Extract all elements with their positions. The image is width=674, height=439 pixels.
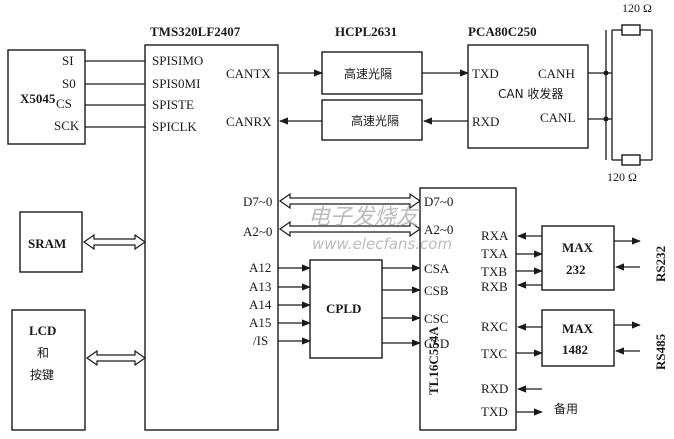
can-pin-txd: TXD [472, 66, 499, 81]
x5045-pin-so: S0 [62, 76, 76, 91]
dsp-pin-spiclk: SPICLK [152, 119, 197, 134]
max1482-label-line1: MAX [562, 321, 594, 336]
max232-label-line1: MAX [562, 240, 594, 255]
can-pin-canl: CANL [540, 110, 575, 125]
can-pin-canh: CANH [538, 66, 575, 81]
optocoupler-title: HCPL2631 [335, 24, 397, 39]
uart-pin-csd: CSD [424, 336, 449, 351]
uart-pin-csa: CSA [424, 261, 450, 276]
spi-wires [85, 60, 145, 128]
max1482-label-line2: 1482 [562, 342, 588, 357]
optocoupler-rx-label: 高速光隔 [351, 113, 399, 128]
lcd-label-line3: 按键 [30, 368, 54, 382]
uart-pin-txd: TXD [481, 404, 508, 419]
rs232-label: RS232 [653, 246, 668, 282]
sram-bus-arrow [82, 233, 147, 251]
max1482-block: MAX 1482 RS485 [541, 309, 668, 370]
dsp-title: TMS320LF2407 [150, 24, 241, 39]
uart-pin-rxa: RXA [481, 228, 509, 243]
uart-pin-d7-0: D7~0 [424, 194, 453, 209]
optocoupler-tx-label: 高速光隔 [344, 66, 392, 81]
can-transceiver-title: PCA80C250 [468, 24, 537, 39]
dsp-pin-canrx: CANRX [226, 114, 272, 129]
uart-pin-rxc: RXC [481, 319, 508, 334]
uart-pin-txc: TXC [481, 346, 507, 361]
spare-label: 备用 [554, 402, 578, 416]
sram-block: SRAM [19, 211, 83, 273]
uart-pin-csb: CSB [424, 283, 449, 298]
dsp-pin-cantx: CANTX [226, 66, 271, 81]
dsp-pin-spisimo: SPISIMO [152, 53, 203, 68]
cpld-block: CPLD [309, 259, 383, 359]
cpld-label: CPLD [326, 301, 361, 316]
uart-pin-rxd: RXD [481, 381, 508, 396]
max232-label-line2: 232 [566, 262, 586, 277]
watermark-line1: 电子发烧友 [308, 205, 421, 230]
dsp-block: TMS320LF2407 SPISIMO SPIS0MI SPISTE SPIC… [144, 24, 279, 431]
x5045-label: X5045 [20, 91, 56, 106]
max232-wires [516, 232, 641, 289]
x5045-pin-cs: CS [56, 96, 72, 111]
max232-block: MAX 232 RS232 [541, 225, 668, 291]
watermark: 电子发烧友 www.elecfans.com [308, 205, 452, 253]
resistor-bottom [612, 154, 652, 166]
max1482-wires [516, 321, 641, 357]
dsp-pin-d7-0: D7~0 [243, 194, 272, 209]
dsp-pin-spisomi: SPIS0MI [152, 76, 200, 91]
rs485-label: RS485 [653, 333, 668, 370]
can-wires [278, 69, 469, 125]
uart-pin-rxb: RXB [481, 279, 508, 294]
lcd-label-line1: LCD [29, 323, 56, 338]
uart-pin-a2-0: A2~0 [424, 222, 453, 237]
x5045-block: X5045 SI S0 CS SCK [7, 49, 86, 145]
uart-pin-txb: TXB [481, 264, 507, 279]
resistor-bottom-label: 120 Ω [607, 170, 637, 184]
resistor-top-label: 120 Ω [622, 1, 652, 15]
dsp-pin-spiste: SPISTE [152, 97, 194, 112]
sram-label: SRAM [28, 236, 66, 251]
cpld-input-wires [278, 264, 311, 345]
cpld-output-wires [382, 264, 421, 347]
lcd-label-line2: 和 [37, 346, 49, 360]
can-pin-rxd: RXD [472, 114, 499, 129]
dsp-pin-is: /IS [253, 333, 268, 348]
optocoupler-block: HCPL2631 高速光隔 高速光隔 [321, 24, 423, 141]
can-transceiver-block: PCA80C250 CAN 收发器 TXD RXD CANH CANL [467, 24, 589, 149]
uart-pin-csc: CSC [424, 311, 449, 326]
spare-port: 备用 [516, 385, 578, 416]
can-bus: 120 Ω 120 Ω [588, 1, 653, 184]
dsp-pin-a13: A13 [249, 279, 271, 294]
uart-pin-txa: TXA [481, 246, 508, 261]
lcd-block: LCD 和 按键 [11, 309, 86, 431]
x5045-pin-sck: SCK [54, 118, 80, 133]
dsp-pin-a12: A12 [249, 260, 271, 275]
resistor-top [612, 24, 653, 160]
watermark-line2: www.elecfans.com [312, 235, 452, 253]
uart-title: TL16C554A [426, 326, 441, 395]
dsp-pin-a2-0: A2~0 [243, 224, 272, 239]
dsp-pin-a14: A14 [249, 297, 272, 312]
uart-block: TL16C554A D7~0 A2~0 CSA CSB CSC CSD RXA … [419, 187, 517, 431]
can-transceiver-label: CAN 收发器 [498, 86, 563, 101]
lcd-bus-arrow [85, 349, 147, 367]
dsp-pin-a15: A15 [249, 315, 271, 330]
x5045-pin-si: SI [62, 53, 74, 68]
